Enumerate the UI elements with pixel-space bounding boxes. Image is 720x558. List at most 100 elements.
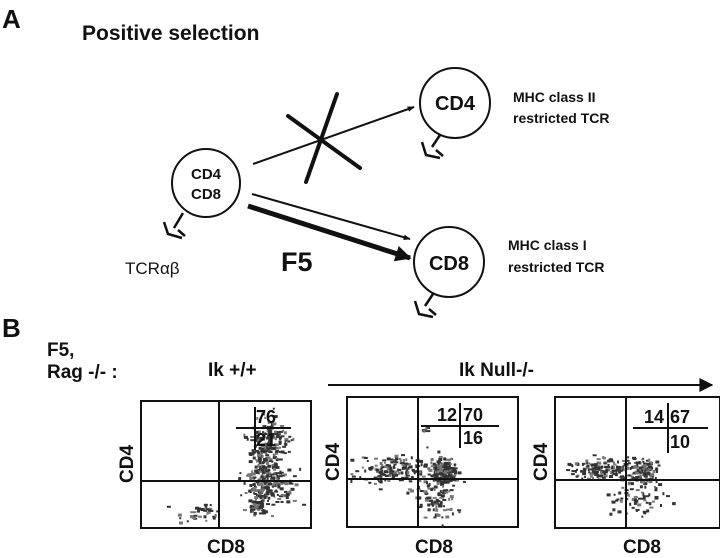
event-dot	[450, 466, 455, 469]
event-dot	[209, 504, 212, 506]
event-dot	[274, 443, 278, 446]
event-dot	[249, 476, 254, 480]
event-dot	[249, 454, 253, 456]
event-dot	[190, 511, 195, 514]
event-dot	[267, 421, 270, 424]
event-dot	[642, 473, 645, 477]
event-dot	[186, 520, 189, 523]
event-dot	[432, 496, 437, 499]
event-dot	[258, 512, 263, 515]
event-dot	[268, 432, 271, 435]
event-dot	[633, 501, 637, 505]
event-dot	[261, 483, 264, 487]
event-dot	[434, 463, 437, 466]
panel-b-letter: B	[2, 313, 21, 343]
event-dot	[642, 510, 647, 513]
event-dot	[618, 468, 623, 472]
event-dot	[451, 512, 454, 516]
event-dot	[392, 460, 396, 463]
event-dot	[606, 493, 611, 497]
event-dot	[271, 485, 274, 488]
event-dot	[574, 469, 577, 473]
event-dot	[437, 492, 441, 496]
event-dot	[279, 470, 282, 473]
facs-plot-null-2: 14 67 10 CD8 CD4	[531, 396, 720, 558]
event-dot	[421, 475, 426, 478]
event-dot	[641, 458, 644, 461]
event-dot	[364, 469, 367, 473]
event-dot	[351, 475, 356, 478]
event-dot	[385, 464, 389, 468]
event-dot	[636, 468, 640, 472]
event-dot	[254, 469, 259, 473]
event-dot	[275, 435, 280, 439]
event-dot	[647, 465, 650, 468]
event-dot	[254, 505, 259, 509]
event-dot	[275, 501, 280, 503]
event-dot	[251, 508, 256, 511]
event-dot	[447, 476, 450, 479]
event-dot	[436, 513, 441, 517]
event-dot	[401, 454, 405, 457]
event-dot	[635, 509, 638, 512]
event-dot	[260, 450, 263, 454]
event-dot	[441, 496, 445, 499]
event-dot	[369, 468, 373, 471]
null-header: Ik Null-/-	[459, 360, 534, 381]
event-dot	[250, 439, 255, 442]
event-dot	[432, 478, 435, 482]
event-dot	[278, 451, 281, 453]
plot-frame	[140, 400, 312, 529]
event-dot	[436, 501, 439, 504]
event-dot	[267, 499, 269, 502]
event-dot	[261, 511, 266, 515]
event-dot	[366, 460, 369, 462]
event-dot	[290, 487, 295, 491]
event-dot	[643, 482, 648, 485]
cell-label-cd8: CD8	[191, 186, 221, 203]
event-dot	[268, 439, 271, 443]
event-dot	[390, 458, 394, 461]
event-dot	[262, 475, 267, 478]
event-dot	[417, 471, 422, 474]
event-dot	[433, 516, 437, 519]
event-dot	[591, 476, 594, 480]
event-dot	[274, 430, 277, 434]
event-dot	[278, 495, 283, 498]
event-dot	[379, 468, 382, 471]
event-dot	[641, 515, 644, 518]
event-dot	[646, 471, 649, 475]
event-dot	[428, 482, 431, 486]
event-dot	[427, 473, 431, 476]
event-dot	[617, 460, 619, 464]
event-dot	[382, 459, 387, 462]
event-dot	[642, 464, 647, 468]
event-dot	[433, 487, 436, 491]
event-dot	[648, 467, 652, 471]
event-dot	[437, 450, 441, 454]
event-dot	[206, 511, 211, 514]
event-dot	[437, 479, 441, 482]
event-dot	[398, 471, 401, 475]
event-dot	[386, 457, 391, 461]
event-dot	[262, 425, 267, 428]
event-dot	[368, 467, 373, 470]
top-cell-note-line1: MHC class II	[513, 89, 595, 105]
event-dot	[426, 481, 428, 485]
event-dot	[449, 507, 453, 511]
event-dot	[650, 461, 653, 465]
event-dot	[634, 462, 637, 464]
event-dot	[286, 491, 291, 495]
event-dot	[283, 452, 287, 455]
event-dot	[423, 429, 426, 433]
event-dot	[251, 510, 254, 513]
event-dot	[214, 513, 217, 517]
event-dot	[263, 445, 267, 449]
event-dot	[261, 468, 265, 472]
event-dot	[630, 482, 634, 486]
f5-arrow-to-cd8	[247, 203, 412, 262]
event-dot	[426, 497, 431, 499]
event-dot	[615, 468, 620, 472]
event-dot	[203, 509, 208, 512]
event-dot	[576, 474, 580, 477]
